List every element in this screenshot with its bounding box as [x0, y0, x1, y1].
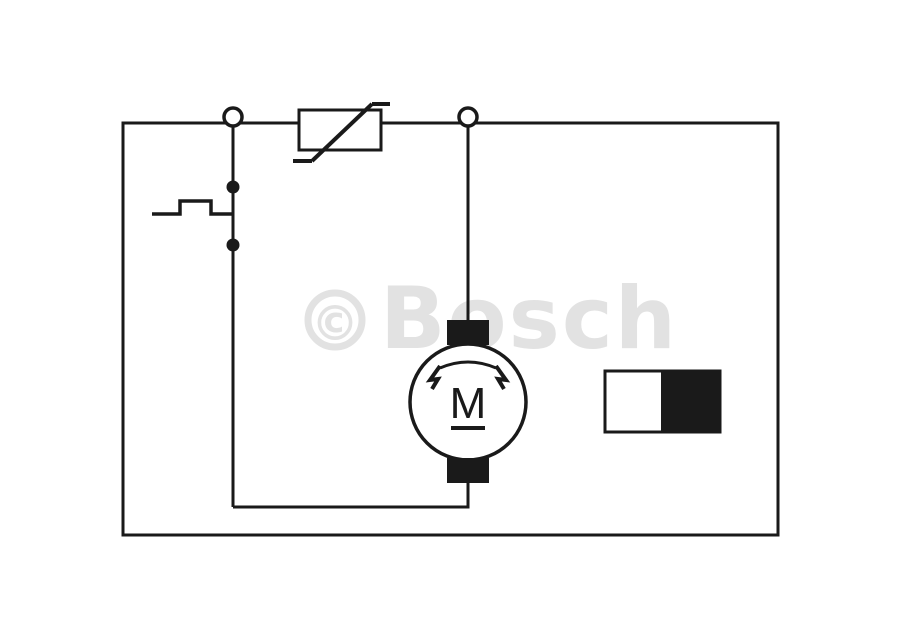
connector-left-half	[603, 369, 664, 434]
wire-motor-bottom-return	[233, 481, 470, 509]
copyright-glyph: ©	[311, 296, 359, 352]
motor-label: M	[450, 379, 487, 428]
motor-brush-right	[494, 364, 511, 391]
pulse-signal-icon	[152, 199, 233, 216]
terminal-left	[222, 106, 244, 128]
variable-resistor-ptc	[293, 102, 390, 163]
watermark-brand-text: Bosch	[380, 269, 678, 369]
junction-lower	[226, 238, 240, 252]
connector-right-half	[661, 369, 722, 434]
junction-upper	[226, 180, 240, 194]
terminal-right	[457, 106, 479, 128]
motor-commutator-arc	[439, 360, 497, 370]
motor-terminal-top	[447, 320, 489, 345]
watermark-group: © Bosch	[304, 269, 678, 369]
two-pole-connector	[603, 369, 722, 434]
motor-brush-left	[425, 364, 442, 391]
copyright-icon: ©	[304, 289, 366, 352]
dc-motor: M	[408, 320, 528, 483]
resistor-body	[297, 108, 383, 152]
resistor-diagonal	[310, 102, 374, 163]
motor-terminal-bottom	[447, 458, 489, 483]
